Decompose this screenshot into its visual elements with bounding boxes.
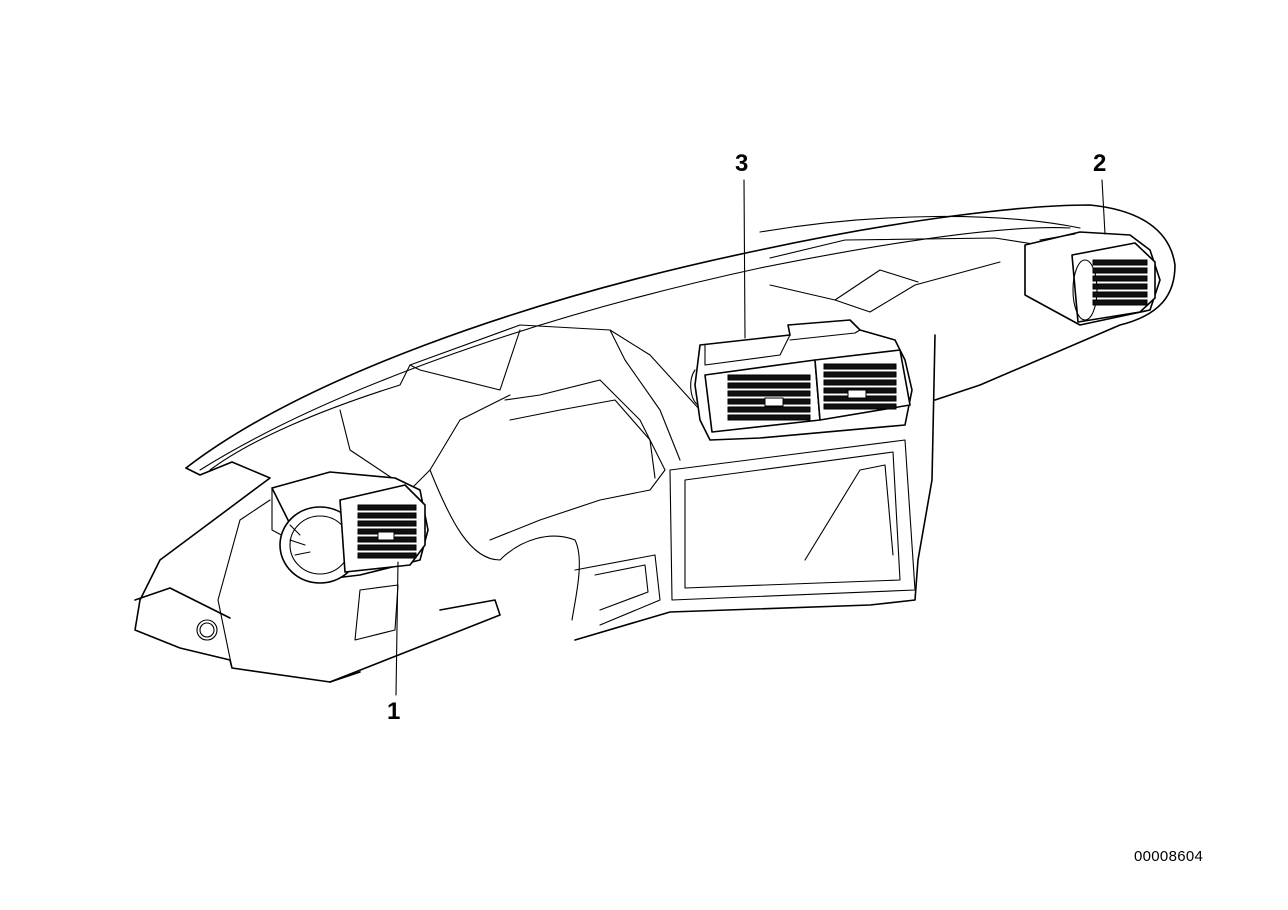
leader-line-3 bbox=[743, 179, 746, 339]
callout-label-2: 2 bbox=[1093, 150, 1107, 177]
air-vent-right bbox=[1024, 231, 1161, 326]
dashboard-shell bbox=[134, 204, 1176, 683]
callout-label-1: 1 bbox=[387, 698, 401, 725]
air-vent-left bbox=[271, 471, 429, 584]
vent-right-louvers bbox=[1092, 259, 1148, 306]
leader-line-2 bbox=[1101, 179, 1106, 235]
vent-center-louvers-left bbox=[727, 374, 811, 421]
leader-lines bbox=[395, 179, 1106, 696]
drawing-number: 00008604 bbox=[1134, 848, 1204, 865]
callout-label-3: 3 bbox=[735, 150, 749, 177]
leader-line-1 bbox=[395, 561, 399, 696]
air-vent-center bbox=[690, 319, 913, 441]
